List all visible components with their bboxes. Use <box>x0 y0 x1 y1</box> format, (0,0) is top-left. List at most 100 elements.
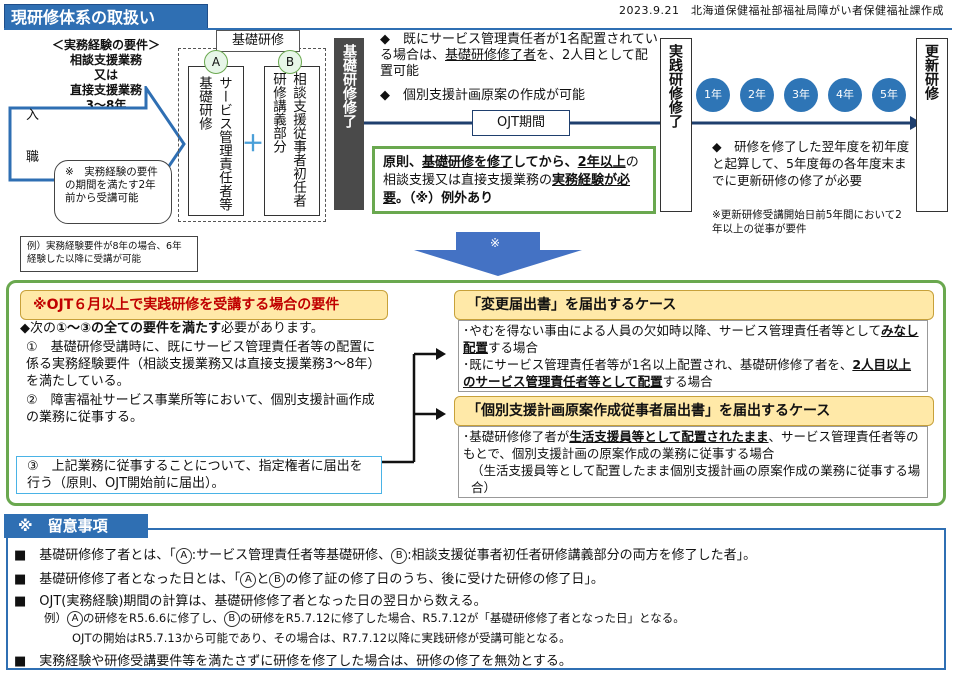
case-connector <box>382 348 446 464</box>
training-b-text: 相談支援従事者初任者研修講義部分 <box>270 72 306 207</box>
mark-b-icon: B <box>278 50 302 74</box>
early-entry-note: ※ 実務経験の要件の期間を満たす2年前から受講可能 <box>54 160 172 224</box>
renewal-label: 更新研修 <box>923 44 939 100</box>
ojt-intro-c: 必要があります。 <box>221 321 324 336</box>
exp-line4: 直接支援業務 <box>69 83 142 97</box>
note4: ■ 実務経験や研修受講要件等を満たさずに研修を修了した場合は、研修の修了を無効と… <box>14 654 572 669</box>
header-rule <box>4 28 952 30</box>
case1-head: 「変更届出書」を届出するケース <box>454 290 934 320</box>
principle-f: 実務経験が必要 <box>383 173 631 206</box>
case1-l2b: 2人目以上のサービス管理責任者等として配置 <box>463 357 912 389</box>
case2-l1b: 生活支援員等として配置されたまま <box>569 429 769 444</box>
example-b: の研修をR5.6.6に修了し、 <box>83 611 224 625</box>
example-a: 例） <box>44 611 67 625</box>
case1-body: ･やむを得ない事由による人員の欠如時以降、サービス管理責任者等としてみなし配置す… <box>458 320 928 392</box>
case1-l2a: ･既にサービス管理責任者等が1名以上配置され、基礎研修修了者を、 <box>463 357 853 372</box>
middle-bullet2: ◆ 個別支援計画原案の作成が可能 <box>380 88 585 103</box>
year-circle-1: 1年 <box>696 78 730 112</box>
case1-l1c: する場合 <box>488 340 539 355</box>
note2-a: ■ 基礎研修修了者となった日とは、「 <box>14 572 241 587</box>
principle-box: 原則、基礎研修を修了してから、2年以上の相談支援又は直接支援業務の実務経験が必要… <box>372 146 656 214</box>
early-entry-note-text: ※ 実務経験の要件の期間を満たす2年前から受講可能 <box>65 166 158 204</box>
page-title: 現研修体系の取扱い <box>4 4 208 30</box>
timeline-arrow <box>364 116 922 130</box>
ojt-item3: ③ 上記業務に従事することについて、指定権者に届出を行う（原則、OJT開始前に届… <box>16 456 382 494</box>
basic-training-tab: 基礎研修 <box>216 30 300 52</box>
principle-b: 基礎研修を修了 <box>422 155 514 170</box>
down-arrow-mark: ※ <box>490 236 501 250</box>
year-circle-3: 3年 <box>784 78 818 112</box>
mark-b-icon-note2: B <box>269 571 286 588</box>
mark-b-icon-note1: B <box>391 547 408 564</box>
training-a-text: サービス管理責任者等基礎研修 <box>196 76 232 211</box>
mark-a-icon-note2: A <box>240 571 257 588</box>
mark-a-icon-note1: A <box>175 547 192 564</box>
notes-section <box>6 528 946 670</box>
mark-a-icon-example: A <box>67 610 83 627</box>
year-circle-2: 2年 <box>740 78 774 112</box>
entry-char1: 入 <box>26 108 40 123</box>
example-c: の研修をR5.7.12に修了した場合、R5.7.12が「基礎研修修了者となった日… <box>239 611 685 625</box>
principle-a: 原則、 <box>383 155 423 170</box>
case2-head: 「個別支援計画原案作成従事者届出書」を届出するケース <box>454 396 934 426</box>
training-b-box <box>264 66 320 216</box>
note3: ■ OJT(実務経験)期間の計算は、基礎研修修了者となった日の翌日から数える。 <box>14 594 487 609</box>
renewal-note1: ◆ 研修を修了した翌年度を初年度と起算して、5年度毎の各年度末までに更新研修の修… <box>712 139 910 188</box>
practical-box <box>660 38 692 212</box>
notes-tab: ※ 留意事項 <box>4 514 148 538</box>
principle-c: してから、 <box>513 155 578 170</box>
experience-requirement: ＜実務経験の要件＞ 相談支援業務 又は 直接支援業務 3～8年 <box>36 38 176 113</box>
practical-label: 実践研修修了 <box>667 44 683 128</box>
case1-l1a: ･やむを得ない事由による人員の欠如時以降、サービス管理責任者等として <box>463 323 882 338</box>
note1: ■ 基礎研修修了者とは、「A:サービス管理責任者等基礎研修、B:相談支援従事者初… <box>14 544 934 564</box>
note1-b: :サービス管理責任者等基礎研修、 <box>191 548 392 563</box>
middle-bullet1: ◆ 既にサービス管理責任者が1名配置されている場合は、基礎研修修了者を、2人目と… <box>380 32 660 80</box>
principle-g: 。（※）例外あり <box>396 191 494 206</box>
example-note-text: 例）実務経験要件が8年の場合、6年経験した以降に受講が可能 <box>27 241 182 265</box>
case2-body: ･基礎研修修了者が生活支援員等として配置されたまま、サービス管理責任者等のもとで… <box>458 426 928 498</box>
ojt-req-head: ※OJT６月以上で実践研修を受講する場合の要件 <box>20 290 388 320</box>
case1-line1: ･やむを得ない事由による人員の欠如時以降、サービス管理責任者等としてみなし配置す… <box>463 322 923 356</box>
mark-b-icon-example: B <box>223 610 240 627</box>
ojt-req-intro: ◆次の①～③の全ての要件を満たす必要があります。 <box>20 320 382 337</box>
ojt-intro-a: ◆次の <box>20 321 56 336</box>
note1-c: :相談支援従事者初任者研修講義部分の両方を修了した者」。 <box>407 548 757 563</box>
exp-line2: 相談支援業務 <box>69 53 142 67</box>
ojt-item1: ① 基礎研修受講時に、既にサービス管理責任者等の配置に係る実務経験要件（相談支援… <box>26 340 381 389</box>
case2-line1: ･基礎研修修了者が生活支援員等として配置されたまま、サービス管理責任者等のもとで… <box>463 428 923 462</box>
case2-l1a: ･基礎研修修了者が <box>463 429 570 444</box>
note2-b: と <box>256 572 270 587</box>
case1-line2: ･既にサービス管理責任者等が1名以上配置され、基礎研修修了者を、2人目以上のサー… <box>463 356 923 390</box>
year-circle-5: 5年 <box>872 78 906 112</box>
ojt-period-box: OJT期間 <box>472 110 570 136</box>
exp-line3: 又は <box>93 68 118 82</box>
mark-a-icon: A <box>204 50 228 74</box>
plus-icon: ＋ <box>242 132 265 157</box>
middle-bullet1-a: ◆ 既にサービス管理責任者が1名配置されている場合は、 <box>380 32 658 63</box>
example-note: 例）実務経験要件が8年の場合、6年経験した以降に受講が可能 <box>20 236 198 272</box>
training-a-box <box>188 66 244 216</box>
case1-l2c: する場合 <box>662 374 713 389</box>
exp-line1: ＜実務経験の要件＞ <box>51 38 160 52</box>
author-date: 2023.9.21 北海道保健福祉部福祉局障がい者保健福祉課作成 <box>619 4 944 17</box>
note3-example2: OJTの開始はR5.7.13から可能であり、その場合は、R7.7.12以降に実践… <box>72 631 571 645</box>
renewal-box <box>916 38 948 212</box>
middle-bullet1-end: を、2人目として配置可能 <box>380 48 648 79</box>
basic-completed-label: 基礎研修修了 <box>341 44 357 128</box>
renewal-note2: ※更新研修受講開始日前5年間において2年以上の従事が要件 <box>712 209 902 235</box>
basic-completed-bar <box>334 38 364 210</box>
year-circle-4: 4年 <box>828 78 862 112</box>
case2-line2: （生活支援員等として配置したまま個別支援計画の原案作成の業務に従事する場合） <box>471 463 921 495</box>
principle-d: 2年以上 <box>577 155 626 170</box>
case2-l1c: 、サービス管理責任者等のもとで、個別支援計画の原案作成の業務に従事する場合 <box>463 429 919 461</box>
ojt-intro-b: ①～③の全ての要件を満たす <box>56 321 222 336</box>
ojt-item2: ② 障害福祉サービス事業所等において、個別支援計画作成の業務に従事する。 <box>26 393 375 425</box>
ojt-req-head-text: ※OJT６月以上で実践研修を受講する場合の要件 <box>33 297 340 313</box>
note1-a: ■ 基礎研修修了者とは、「 <box>14 548 176 563</box>
case1-l1b: みなし配置 <box>463 323 919 355</box>
down-arrow <box>414 232 582 276</box>
middle-bullet1-u: 基礎研修修了者 <box>445 48 537 63</box>
principle-e: の相談支援又は直接支援業務の <box>383 155 639 188</box>
